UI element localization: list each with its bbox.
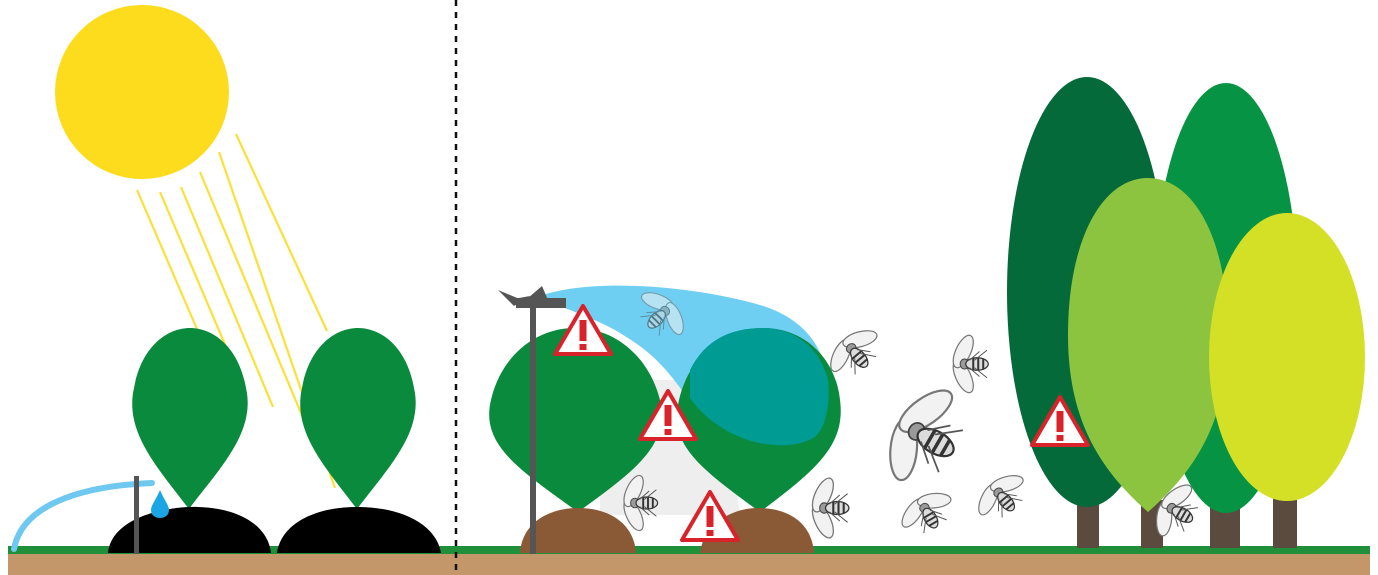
fly-icon bbox=[808, 475, 849, 541]
tree-trunk bbox=[1273, 495, 1297, 548]
soil-strip bbox=[8, 553, 1370, 575]
drip-pole bbox=[134, 476, 139, 554]
tree-yellow-green bbox=[1209, 213, 1365, 501]
right-panel bbox=[1007, 77, 1365, 548]
mulch-mound-right bbox=[277, 507, 441, 553]
left-panel bbox=[14, 5, 441, 554]
sun-icon bbox=[55, 5, 229, 179]
tree-trunk bbox=[1077, 500, 1099, 548]
sprinkler-pole bbox=[530, 300, 536, 554]
bush-right bbox=[300, 328, 415, 509]
fly-icon bbox=[966, 462, 1037, 530]
fly-icon bbox=[949, 332, 988, 395]
middle-panel bbox=[489, 279, 841, 554]
water-drop-icon bbox=[151, 490, 169, 518]
mulch-mound-left bbox=[108, 507, 271, 553]
fly-icon bbox=[891, 480, 962, 543]
